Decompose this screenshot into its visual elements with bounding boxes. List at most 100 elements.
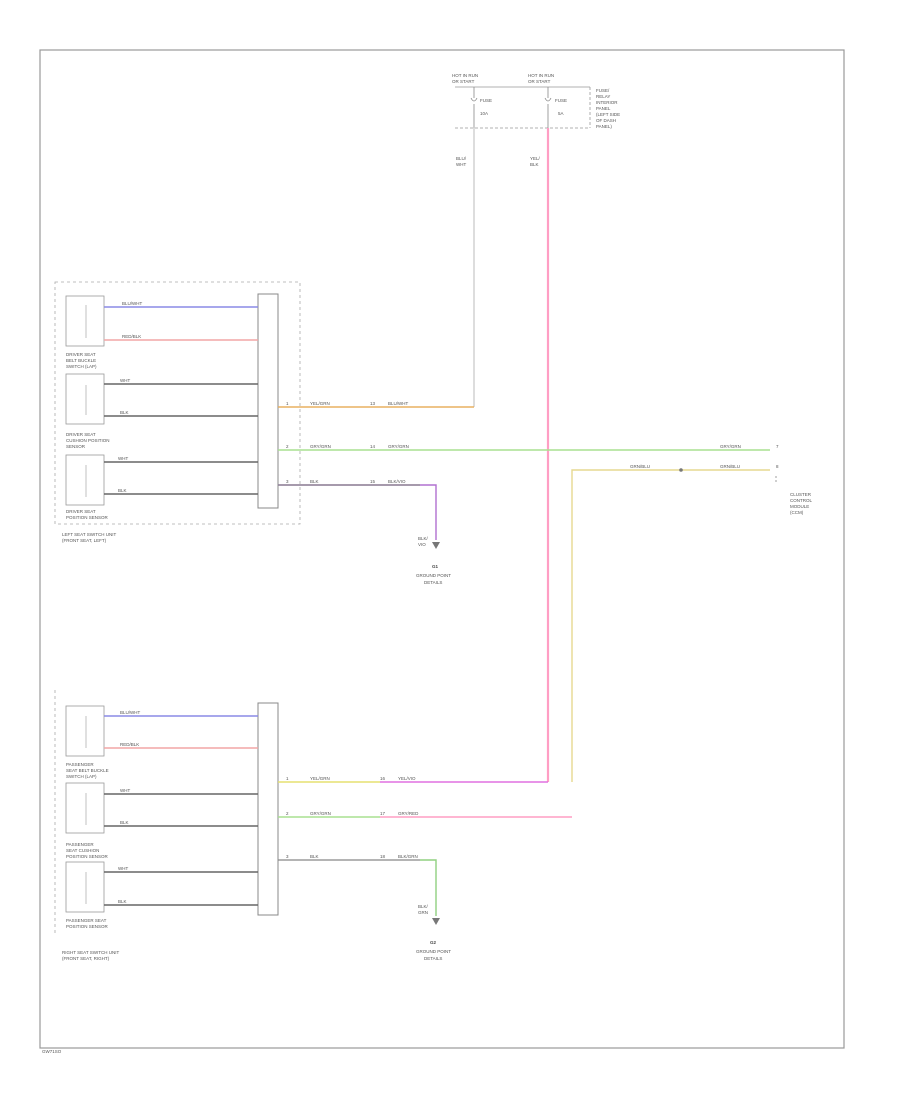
right-pin-label-4: BLK: [120, 820, 129, 825]
right-wire-2-conn-pin: 17: [380, 811, 386, 816]
right-module-title-2: (FRONT SEAT, RIGHT): [62, 956, 110, 961]
cluster-control-module: GRY/GRN 7 GRN/BLU GRN/BLU 8 CLUSTER CONT…: [571, 444, 812, 782]
left-pin-label-6: BLK: [118, 488, 127, 493]
ground-left-line-1: GROUND POINT: [416, 573, 451, 578]
left-module-title-2: (FRONT SEAT, LEFT): [62, 538, 107, 543]
left-module-title-1: LEFT SEAT SWITCH UNIT: [62, 532, 117, 537]
right-sub2-label-1: PASSENGER: [66, 842, 94, 847]
footer-code: GW71SO: [42, 1049, 62, 1054]
left-wire-2-pin: 2: [286, 444, 289, 449]
feed-wire-left-color-2: WHT: [456, 162, 466, 167]
left-wire-2-color2: GRY/GRN: [388, 444, 409, 449]
ccm-label-4: (CCM): [790, 510, 804, 515]
fuse-box-label-2: RELAY: [596, 94, 610, 99]
ccm-label-2: CONTROL: [790, 498, 812, 503]
ground-left-tag-2: VIO: [418, 542, 426, 547]
feed-wire-right-color-2: BLK: [530, 162, 539, 167]
left-sub1-label-1: DRIVER SEAT: [66, 352, 96, 357]
ground-point-left: BLK/ VIO G1 GROUND POINT DETAILS: [416, 536, 451, 585]
right-sub2-label-2: SEAT CUSHION: [66, 848, 99, 853]
ccm-label-1: CLUSTER: [790, 492, 812, 497]
left-wire-3-color2: BLK/VIO: [388, 479, 406, 484]
feed-wire-right-color-1: YEL/: [530, 156, 541, 161]
fuse-box-label-6: OF DASH: [596, 118, 616, 123]
left-output-wires: 1 YEL/GRN 13 BLU/WHT 2 GRY/GRN 14 GRY/GR…: [278, 401, 770, 540]
right-wire-2-color: GRY/GRN: [310, 811, 331, 816]
fuse-block: HOT IN RUN OR START HOT IN RUN OR START …: [452, 73, 620, 129]
ground-icon-left: [432, 542, 440, 549]
left-pin-label-5: WHT: [118, 456, 128, 461]
left-wire-3-color: BLK: [310, 479, 319, 484]
right-sub1-label-1: PASSENGER: [66, 762, 94, 767]
right-module-title-1: RIGHT SEAT SWITCH UNIT: [62, 950, 120, 955]
left-sub3-label-1: DRIVER SEAT: [66, 509, 96, 514]
fuse-box-label-7: PANEL): [596, 124, 612, 129]
ground-left-tag-1: BLK/: [418, 536, 429, 541]
ccm-label-3: MODULE: [790, 504, 809, 509]
splice-icon: [679, 468, 683, 472]
hot-label-right-1: HOT IN RUN: [528, 73, 554, 78]
right-sub3-label-2: POSITION SENSOR: [66, 924, 109, 929]
right-wire-1-conn-pin: 16: [380, 776, 386, 781]
fuse-icon-right: [544, 97, 552, 102]
left-sub3-label-2: POSITION SENSOR: [66, 515, 109, 520]
right-wire-3-color2: BLK/GRN: [398, 854, 418, 859]
left-pin-label-3: WHT: [120, 378, 130, 383]
right-pin-label-2: RED/BLK: [120, 742, 139, 747]
fuse-box-label-3: INTERIOR: [596, 100, 618, 105]
left-wire-1-pin: 1: [286, 401, 289, 406]
right-wire-3-color: BLK: [310, 854, 319, 859]
ccm-wire-b-color: GRN/BLU: [630, 464, 650, 469]
diagram-frame: [39, 49, 845, 1049]
left-wire-3-pin: 3: [286, 479, 289, 484]
left-connector-block: [257, 293, 279, 509]
left-sub2-label-2: CUSHION POSITION: [66, 438, 110, 443]
ground-right-line-2: DETAILS: [424, 956, 442, 961]
fuse-left-rating: 10A: [480, 111, 488, 116]
hot-label-left-2: OR START: [452, 79, 475, 84]
feed-wire-left-color-1: BLU/: [456, 156, 467, 161]
right-wire-3-pin: 3: [286, 854, 289, 859]
right-pin-label-3: WHT: [120, 788, 130, 793]
right-sub1-label-3: SWITCH (LAP): [66, 774, 97, 779]
fuse-box-label-4: PANEL: [596, 106, 611, 111]
hot-label-right-2: OR START: [528, 79, 551, 84]
left-wire-3-conn-pin: 15: [370, 479, 376, 484]
right-sub1-label-2: SEAT BELT BUCKLE: [66, 768, 109, 773]
fuse-left-name: FUSE: [480, 98, 492, 103]
right-wire-2-pin: 2: [286, 811, 289, 816]
right-seat-switch-unit: BLU/WHT RED/BLK PASSENGER SEAT BELT BUCK…: [54, 690, 279, 961]
left-sub2-label-3: SENSOR: [66, 444, 86, 449]
ground-right-line-1: GROUND POINT: [416, 949, 451, 954]
ground-right-tag-2: GRN: [418, 910, 428, 915]
right-sub2-label-3: POSITION SENSOR: [66, 854, 109, 859]
left-sub1-label-3: SWITCH (LAP): [66, 364, 97, 369]
left-wire-2-conn-pin: 14: [370, 444, 376, 449]
right-wire-1-color2: YEL/VIO: [398, 776, 416, 781]
ground-right-name: G2: [430, 940, 437, 945]
left-pin-label-2: RED/BLK: [122, 334, 141, 339]
right-wire-1-color: YEL/GRN: [310, 776, 330, 781]
left-seat-switch-unit: BLU/WHT RED/BLK DRIVER SEAT BELT BUCKLE …: [54, 281, 301, 543]
left-wire-1-conn-pin: 13: [370, 401, 376, 406]
left-sub2-label-1: DRIVER SEAT: [66, 432, 96, 437]
right-wire-3-conn-pin: 18: [380, 854, 386, 859]
fuse-box-label-1: FUSE/: [596, 88, 610, 93]
ground-icon-right: [432, 918, 440, 925]
ccm-wire-b-color-2: GRN/BLU: [720, 464, 740, 469]
ccm-pin-a: 7: [776, 444, 779, 449]
ccm-pin-b: 8: [776, 464, 779, 469]
ground-right-tag-1: BLK/: [418, 904, 429, 909]
fuse-box-label-5: (LEFT SIDE: [596, 112, 620, 117]
right-pin-label-1: BLU/WHT: [120, 710, 141, 715]
right-connector-block: [257, 702, 279, 916]
left-wire-2-color: GRY/GRN: [310, 444, 331, 449]
ground-point-right: BLK/ GRN G2 GROUND POINT DETAILS: [416, 904, 451, 961]
right-pin-label-5: WHT: [118, 866, 128, 871]
right-wire-2-color2: GRY/RED: [398, 811, 419, 816]
fuse-right-rating: 5A: [558, 111, 564, 116]
ground-left-line-2: DETAILS: [424, 580, 442, 585]
left-wire-1-color: YEL/GRN: [310, 401, 330, 406]
fuse-icon-left: [470, 97, 478, 102]
